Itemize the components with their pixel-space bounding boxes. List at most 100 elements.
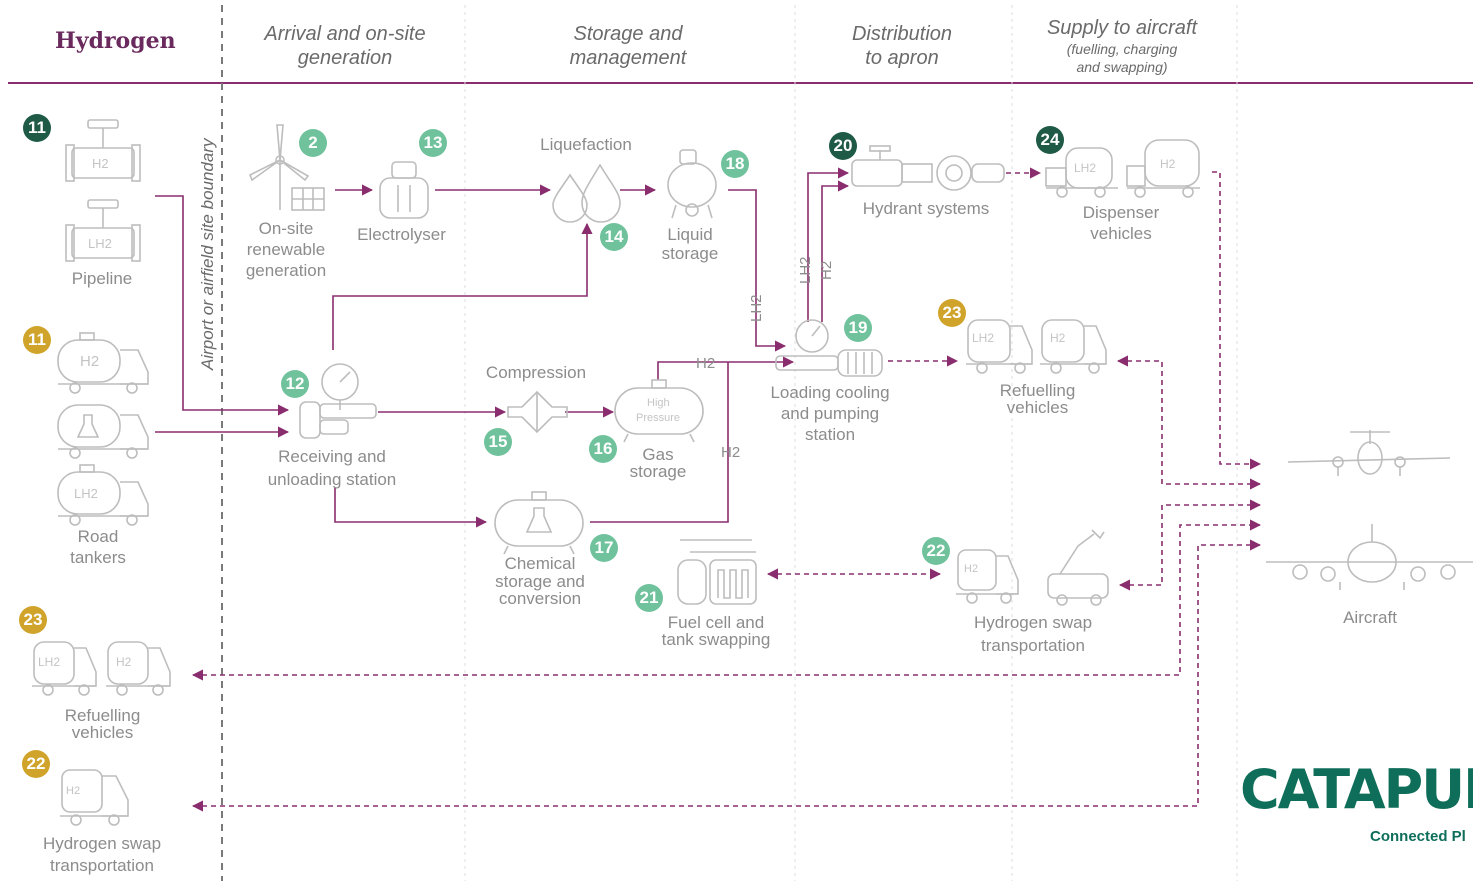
label-refuel-apron-1: Refuelling [999,381,1076,400]
header-supply-sub1: (fuelling, charging [1066,41,1178,57]
badge-hydrant: 20 [829,132,857,160]
gas-label-h2-gas-storage: H2 [696,355,716,372]
badge-onsite: 2 [299,129,327,157]
badge-refuelling-offsite: 23 [19,606,47,634]
label-gas-storage-1: Gas [642,445,674,464]
label-hydrant-systems: Hydrant systems [862,199,990,218]
catapult-logo-sub: Connected Pl [1370,828,1466,845]
badge-pipeline: 11 [23,114,51,142]
gas-label-h2-chemical: H2 [721,444,741,461]
refuel-lh2-text: LH2 [972,331,994,345]
header-storage-line1: Storage and [573,23,683,45]
gas-storage-tank-icon [614,379,704,443]
label-liquid-storage-1: Liquid [667,225,713,244]
label-fuel-cell-1: Fuel cell and [667,613,765,632]
label-liquid-storage: Liquid storage [645,224,735,264]
refuelling-vehicle-lh2-icon [966,319,1033,374]
label-swap-offsite-1: Hydrogen swap [42,834,162,853]
label-onsite-renewable: On-site renewable generation [226,218,346,281]
label-dispenser-1: Dispenser [1082,203,1160,222]
header-arrival: Arrival and on-site generation [240,22,450,70]
compression-icon [507,390,568,434]
label-refuel-offsite-1: Refuelling [64,706,141,725]
label-fuel-cell-swapping: Fuel cell and tank swapping [646,612,786,650]
small-aircraft-icon [1287,430,1451,476]
label-loading-3: station [804,425,856,444]
label-chemical-3: conversion [498,589,582,608]
label-loading-1: Loading cooling [770,383,890,402]
high-pressure-line2: Pressure [636,412,680,424]
label-receiving-2: unloading station [267,470,397,489]
high-pressure-line1: High [647,397,670,409]
badge-receiving: 12 [281,370,309,398]
header-arrival-line2: generation [297,47,393,69]
badge-fuel-cell: 21 [635,584,663,612]
header-supply-sub2: and swapping) [1076,59,1168,75]
dispenser-vehicle-lh2-icon [1045,147,1118,198]
site-boundary-label: Airport or airfield site boundary [198,138,217,370]
chemical-storage-tank-icon [494,491,584,555]
badge-liquid-storage: 18 [721,150,749,178]
badge-electrolyser: 13 [419,129,447,157]
header-distribution-line1: Distribution [851,23,953,45]
header-storage-line2: management [569,47,687,69]
liquefaction-droplets-icon [552,163,621,223]
header-distribution: Distribution to apron [812,22,992,70]
label-electrolyser: Electrolyser [357,225,446,244]
wind-turbine-solar-icon [248,124,325,211]
label-refuelling-vehicles-offsite: Refuelling vehicles [50,705,155,743]
badge-gas-storage: 16 [589,435,617,463]
label-road-tankers: Road tankers [48,526,148,568]
badge-chemical: 17 [590,534,618,562]
header-supply-line1: Supply to aircraft [1046,17,1198,39]
label-aircraft: Aircraft [1343,608,1397,627]
dashed-flow-lines [191,167,1262,812]
label-hydrogen-swap-offsite: Hydrogen swap transportation [26,833,178,876]
label-loading-station: Loading cooling and pumping station [755,382,905,445]
label-swap-apron-1: Hydrogen swap [973,613,1093,632]
offsite-lh2-text: LH2 [38,655,60,669]
badge-loading: 19 [844,314,872,342]
pipeline-lh2-valve-icon [65,199,141,262]
badge-road-tankers: 11 [23,326,51,354]
label-gas-storage-2: storage [629,462,687,481]
liquid-storage-tank-icon [667,149,717,219]
label-refuelling-vehicles-apron: Refuelling vehicles [985,380,1090,418]
hydrogen-swap-truck-apron-icon [956,549,1019,604]
badge-liquefaction: 14 [600,223,628,251]
swap-apron-h2-text: H2 [964,563,978,575]
label-compression: Compression [485,363,587,382]
header-supply: Supply to aircraft (fuelling, charging a… [1022,16,1222,76]
label-chemical-storage: Chemical storage and conversion [480,553,600,609]
pipe-h2-text: H2 [92,156,109,171]
label-gas-storage: Gas storage [618,444,698,482]
tanker-lh2-text: LH2 [74,486,98,501]
label-receiving-1: Receiving and [278,447,386,466]
fuel-cell-tank-swap-icon [677,539,757,605]
label-hydrogen-swap-apron: Hydrogen swap transportation [958,612,1108,656]
gas-label-lh2-liquid: LH2 [748,294,765,322]
badge-dispenser: 24 [1036,126,1064,154]
gas-label-lh2-hydrant: LH2 [797,256,814,284]
hydrant-system-icon [851,145,1005,191]
label-onsite-3: generation [245,261,327,280]
large-aircraft-icon [1266,524,1473,590]
label-chemical-1: Chemical [504,554,576,573]
header-arrival-line1: Arrival and on-site [264,23,426,45]
receiving-station-icon [299,363,377,439]
gas-label-h2-hydrant: H2 [818,260,835,280]
label-receiving-station: Receiving and unloading station [252,446,412,490]
label-onsite-2: renewable [246,240,326,259]
label-liquid-storage-2: storage [661,244,719,263]
hydrogen-swap-loader-icon [1047,529,1109,606]
label-chemical-2: storage and [495,572,585,591]
label-refuel-apron-2: vehicles [1006,398,1069,417]
label-swap-offsite-2: transportation [50,856,154,875]
badge-swap-offsite: 22 [22,750,50,778]
dispenser-vehicle-h2-icon [1126,139,1200,198]
label-onsite-1: On-site [258,219,314,238]
dispenser-h2-text: H2 [1160,157,1176,171]
label-refuel-offsite-2: vehicles [71,723,134,742]
